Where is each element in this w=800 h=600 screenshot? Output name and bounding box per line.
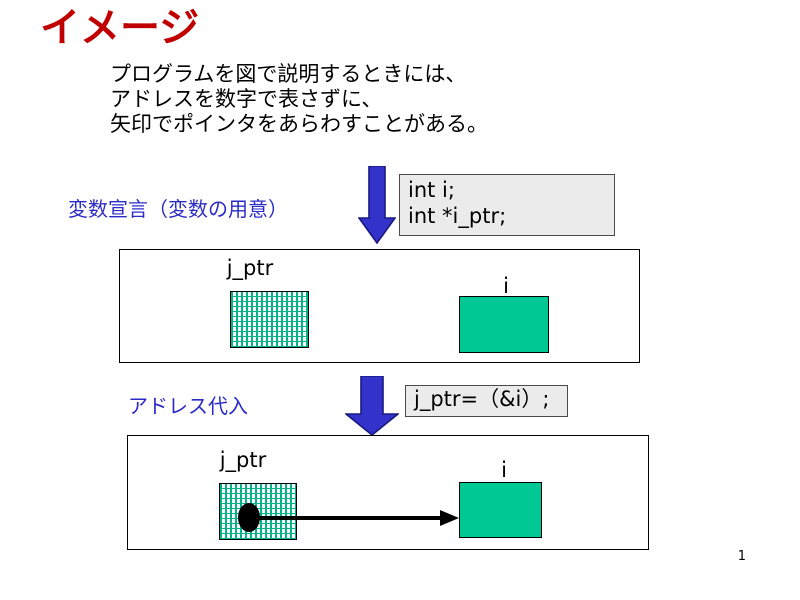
step-label-declaration: 変数宣言（変数の用意）	[68, 197, 288, 221]
code-box-address-assignment: j_ptr=（&i）;	[405, 385, 568, 417]
var-cell-j-ptr-1	[230, 291, 309, 348]
pointer-arrow-icon	[250, 509, 460, 527]
memory-frame-declared	[119, 249, 640, 363]
var-cell-i-1	[459, 296, 549, 353]
down-arrow-icon	[345, 376, 399, 436]
var-label-j-ptr-1: j_ptr	[226, 256, 274, 280]
body-line-2: アドレスを数字で表さずに、	[110, 87, 383, 111]
var-label-i-2: i	[501, 458, 507, 482]
step-label-address-assignment: アドレス代入	[128, 394, 248, 418]
page-number: 1	[737, 549, 746, 564]
var-cell-i-2	[459, 482, 542, 538]
var-label-i-1: i	[503, 274, 509, 298]
body-paragraph: プログラムを図で説明するときには、 アドレスを数字で表さずに、 矢印でポインタを…	[110, 62, 488, 137]
memory-frame-assigned	[127, 435, 649, 550]
body-line-1: プログラムを図で説明するときには、	[110, 62, 467, 86]
pointer-dot-icon	[238, 503, 260, 532]
var-label-j-ptr-2: j_ptr	[219, 448, 267, 472]
code-line-2: int *i_ptr;	[408, 204, 507, 228]
code-line-1: int i;	[408, 178, 455, 202]
body-line-3: 矢印でポインタをあらわすことがある。	[110, 112, 488, 136]
down-arrow-icon	[358, 166, 396, 244]
page-title: イメージ	[40, 5, 200, 51]
code-box-declaration: int i; int *i_ptr;	[399, 174, 615, 236]
code-line-1: j_ptr=（&i）;	[414, 387, 550, 411]
